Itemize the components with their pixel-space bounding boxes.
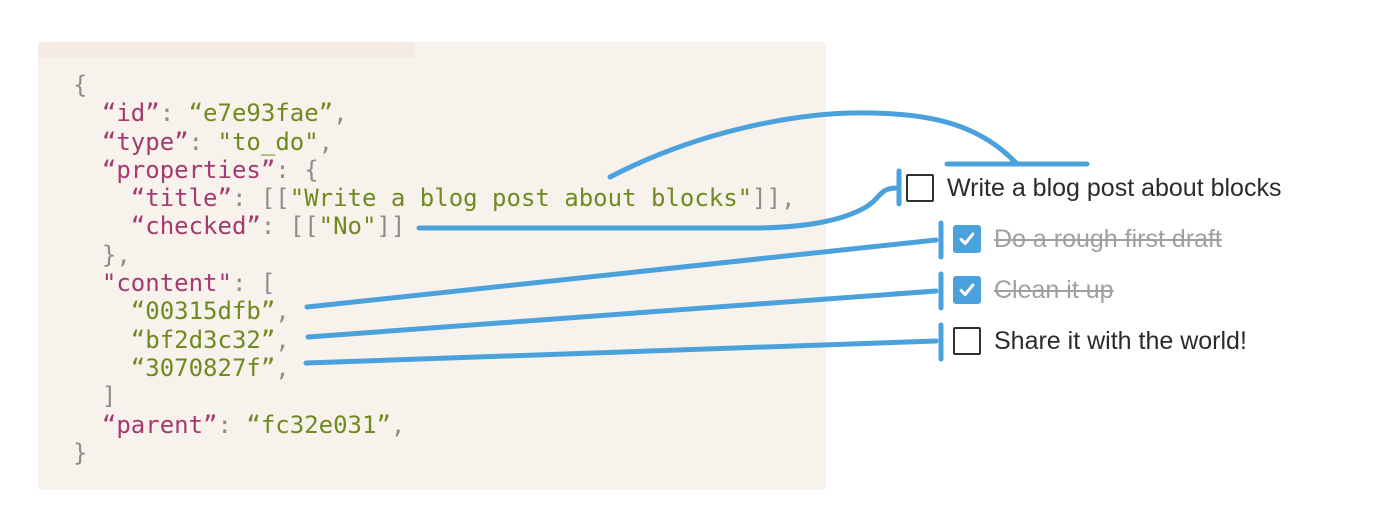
code-punctuation: :	[188, 127, 218, 156]
code-line: “parent”: “fc32e031”,	[73, 411, 795, 439]
code-value: “00315dfb”	[130, 297, 276, 326]
code-key: “title”	[130, 184, 232, 213]
code-punctuation: ,	[275, 353, 290, 382]
checkbox-checked-icon[interactable]	[953, 225, 981, 253]
code-key: “id”	[101, 99, 160, 128]
todo-label: Clean it up	[994, 275, 1114, 304]
todo-label: Write a blog post about blocks	[947, 173, 1282, 202]
code-key: “parent”	[101, 410, 218, 439]
code-value: “e7e93fae”	[188, 99, 334, 128]
code-punctuation	[73, 354, 131, 382]
code-punctuation: :	[217, 410, 247, 439]
code-value: “3070827f”	[130, 353, 276, 382]
code-punctuation: : [	[231, 269, 276, 298]
code-line: “checked”: [["No"]]	[73, 212, 795, 240]
todo-item: Do a rough first draft	[953, 224, 1222, 254]
checkbox-unchecked-icon[interactable]	[953, 327, 981, 355]
checkbox-unchecked-icon[interactable]	[906, 174, 934, 202]
json-code-block: { “id”: “e7e93fae”, “type”: "to_do", “pr…	[73, 71, 795, 467]
code-punctuation: : [[	[231, 184, 290, 213]
code-punctuation	[73, 326, 131, 354]
todo-label: Do a rough first draft	[994, 224, 1222, 253]
code-punctuation: ,	[333, 99, 348, 128]
code-panel: { “id”: “e7e93fae”, “type”: "to_do", “pr…	[38, 42, 826, 490]
code-punctuation	[73, 269, 102, 297]
todo-item: Write a blog post about blocks	[906, 173, 1281, 203]
code-punctuation: ]]	[376, 212, 406, 241]
code-value: “bf2d3c32”	[130, 325, 276, 354]
panel-top-band	[38, 42, 414, 58]
code-line: },	[73, 241, 795, 269]
code-punctuation	[73, 297, 131, 325]
code-punctuation: : [[	[260, 212, 319, 241]
code-key: “type”	[101, 127, 189, 156]
checkmark-icon	[959, 283, 975, 297]
code-line: “bf2d3c32”,	[73, 326, 795, 354]
code-line: "content": [	[73, 269, 795, 297]
code-line: “3070827f”,	[73, 354, 795, 382]
code-punctuation: ,	[275, 297, 290, 326]
code-punctuation: ,	[318, 127, 334, 156]
code-punctuation: ]],	[752, 184, 796, 213]
code-line: “id”: “e7e93fae”,	[73, 99, 795, 127]
code-punctuation	[73, 128, 102, 156]
checkbox-checked-icon[interactable]	[953, 276, 981, 304]
code-line: “title”: [["Write a blog post about bloc…	[73, 184, 796, 213]
code-punctuation: ,	[390, 410, 406, 439]
code-key: "content"	[101, 269, 232, 298]
todo-item: Clean it up	[953, 275, 1114, 305]
code-punctuation	[73, 411, 102, 439]
code-line: “properties”: {	[73, 156, 795, 184]
code-line: “00315dfb”,	[73, 297, 795, 325]
todo-item: Share it with the world!	[953, 326, 1247, 356]
code-line: “type”: "to_do",	[73, 128, 795, 156]
code-punctuation: ]	[73, 382, 117, 411]
code-punctuation	[73, 184, 131, 212]
code-punctuation: : {	[275, 155, 319, 184]
code-line: {	[73, 71, 795, 99]
code-punctuation	[73, 99, 102, 127]
code-punctuation	[73, 156, 102, 184]
code-key: “properties”	[101, 155, 276, 184]
code-punctuation	[73, 212, 131, 240]
code-line: ]	[73, 382, 795, 410]
code-punctuation: :	[159, 99, 189, 128]
checkmark-icon	[959, 232, 975, 246]
code-value: "to_do"	[217, 127, 319, 156]
code-key: “checked”	[130, 212, 261, 241]
code-value: "No"	[318, 212, 377, 241]
code-punctuation: ,	[275, 325, 290, 354]
code-punctuation: }	[73, 438, 88, 467]
code-value: “fc32e031”	[246, 410, 391, 439]
todo-label: Share it with the world!	[994, 326, 1247, 355]
code-punctuation: {	[73, 71, 88, 99]
code-value: "Write a blog post about blocks"	[289, 184, 753, 213]
code-punctuation: },	[73, 240, 131, 269]
code-line: }	[73, 439, 795, 467]
